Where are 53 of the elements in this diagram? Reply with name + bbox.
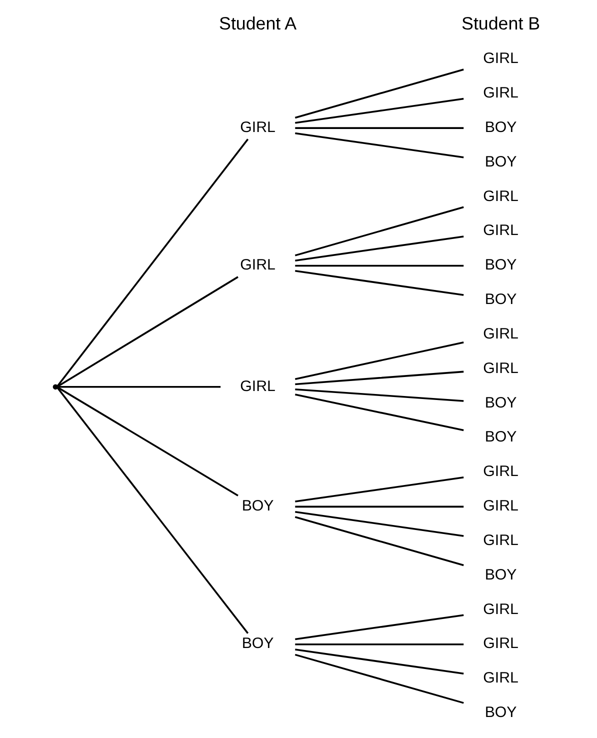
connector [294,654,464,704]
node-text: BOY [484,394,517,412]
connector [58,386,221,388]
node-text: GIRL [483,532,518,549]
connector [57,276,238,388]
connector [295,127,464,129]
node-text: GIRL [483,463,518,480]
node-text: GIRL [483,50,518,68]
node-text: BOY [484,256,517,274]
node-text: BOY [484,428,517,446]
node-text: GIRL [240,256,276,274]
node-text: BOY [484,153,517,170]
connector [295,370,464,386]
node-text: GIRL [483,360,518,377]
connector [295,264,464,267]
node-text: GIRL [483,84,518,102]
connector [294,206,464,256]
connector [295,648,464,675]
node-text: GIRL [240,378,276,395]
node-text: GIRL [483,325,518,342]
connector [56,138,249,387]
node-text: BOY [484,118,517,136]
node-text: GIRL [483,188,518,205]
node-text: BOY [484,291,517,308]
connector [294,68,464,119]
node-text: BOY [242,498,274,515]
node-text: BOY [484,566,517,584]
node-text: GIRL [483,498,518,515]
node-text: GIRL [483,600,518,618]
connector [295,506,464,508]
connector [295,132,464,158]
connector [295,476,464,502]
label: Student B [462,13,540,34]
connector [295,388,464,402]
connector [295,98,464,124]
connector [294,394,464,432]
node-text: GIRL [240,118,276,136]
connector [295,643,464,646]
connector [295,510,464,537]
connector [56,387,249,634]
connector [295,614,464,640]
connector [294,342,464,380]
label: Student A [219,13,297,34]
connector [295,236,464,262]
node-point [52,384,58,390]
node-text: BOY [484,704,517,722]
connector [57,386,238,496]
node-text: GIRL [483,635,518,652]
node-text: BOY [242,635,274,652]
node-text: GIRL [483,670,518,687]
connector [295,270,464,296]
connector [294,516,464,566]
node-text: GIRL [483,222,518,240]
